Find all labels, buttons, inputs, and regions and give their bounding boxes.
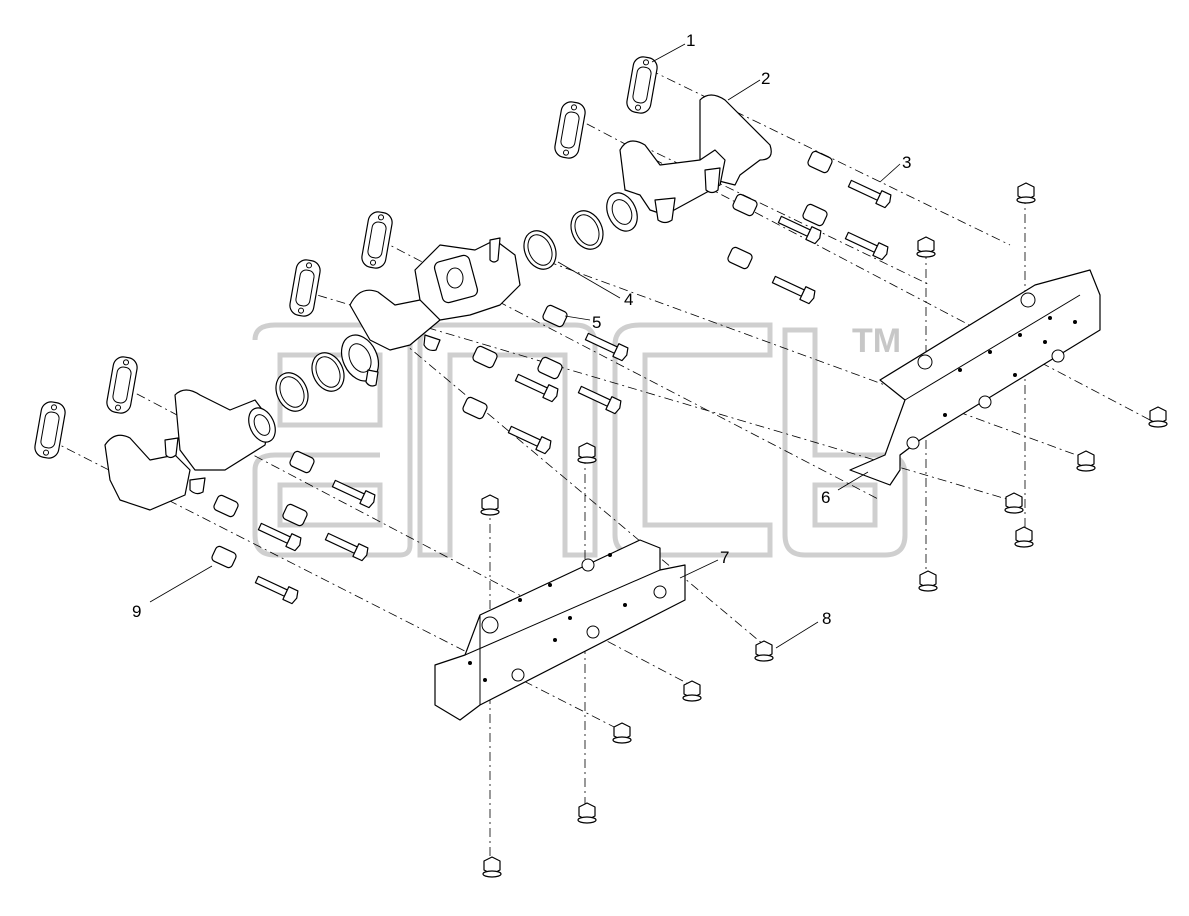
- callout-3: 3: [902, 153, 911, 172]
- manifold-rear-section: [606, 94, 772, 232]
- o-ring: [275, 372, 309, 412]
- bolt-group: [254, 179, 892, 605]
- watermark-trademark: TM: [852, 322, 901, 360]
- flange-screw-group: [480, 182, 1168, 878]
- callout-8: 8: [822, 609, 831, 628]
- bolt: [771, 275, 816, 305]
- flange-screw: [754, 640, 774, 662]
- flange-screw: [612, 722, 632, 744]
- callout-1: 1: [686, 31, 695, 50]
- spacer: [732, 193, 758, 217]
- spacer: [542, 304, 568, 328]
- bolt: [514, 373, 559, 403]
- flange-screw: [482, 856, 502, 878]
- watermark-letter-b: [782, 327, 908, 558]
- spacer: [282, 503, 308, 527]
- manifold-center-section: [340, 237, 521, 387]
- gasket: [106, 356, 138, 414]
- bolt: [584, 332, 629, 362]
- callout-5: 5: [592, 313, 601, 332]
- bolt: [254, 575, 299, 605]
- spacer: [472, 345, 498, 369]
- callout-9: 9: [132, 602, 141, 621]
- o-ring: [570, 210, 604, 250]
- bolt: [324, 532, 369, 562]
- manifold-front-section: [104, 389, 276, 511]
- spacer: [802, 203, 828, 227]
- watermark-letter-n: [417, 322, 598, 558]
- flange-screw: [918, 570, 938, 592]
- flange-screw: [1014, 526, 1034, 548]
- callout-group: 1 2 3 4 5 6 7 8 9: [132, 31, 911, 649]
- watermark-letter-c: [612, 322, 773, 558]
- flange-screw: [1148, 406, 1168, 428]
- flange-screw: [1076, 450, 1096, 472]
- spacer: [211, 545, 237, 569]
- gasket: [626, 56, 658, 114]
- callout-6: 6: [821, 488, 830, 507]
- flange-screw: [577, 442, 597, 464]
- spacer: [213, 494, 239, 518]
- callout-4: 4: [624, 290, 633, 309]
- flange-screw: [480, 494, 500, 516]
- flange-screw: [577, 802, 597, 824]
- gasket: [289, 259, 321, 317]
- spacer: [807, 150, 833, 174]
- heat-shield-front: [434, 539, 686, 721]
- o-ring-group: [275, 210, 604, 412]
- gasket-group: [34, 56, 658, 459]
- o-ring: [523, 230, 557, 270]
- o-ring: [311, 352, 345, 392]
- bolt: [844, 231, 889, 261]
- bolt: [257, 522, 302, 552]
- callout-7: 7: [720, 548, 729, 567]
- gasket: [361, 211, 393, 269]
- gasket: [554, 101, 586, 159]
- spacer: [462, 396, 488, 420]
- spacer: [537, 356, 563, 380]
- bolt: [847, 179, 892, 209]
- bolt: [331, 479, 376, 509]
- gasket: [34, 401, 66, 459]
- flange-screw: [682, 680, 702, 702]
- bolt: [507, 425, 552, 455]
- spacer-group: [211, 150, 833, 569]
- flange-screw: [1004, 492, 1024, 514]
- heat-shield-rear: [849, 269, 1101, 486]
- bolt: [577, 385, 622, 415]
- callout-2: 2: [761, 69, 770, 88]
- spacer: [289, 450, 315, 474]
- spacer: [727, 246, 753, 270]
- flange-screw: [916, 236, 936, 258]
- bolt: [777, 215, 822, 245]
- flange-screw: [1016, 182, 1036, 204]
